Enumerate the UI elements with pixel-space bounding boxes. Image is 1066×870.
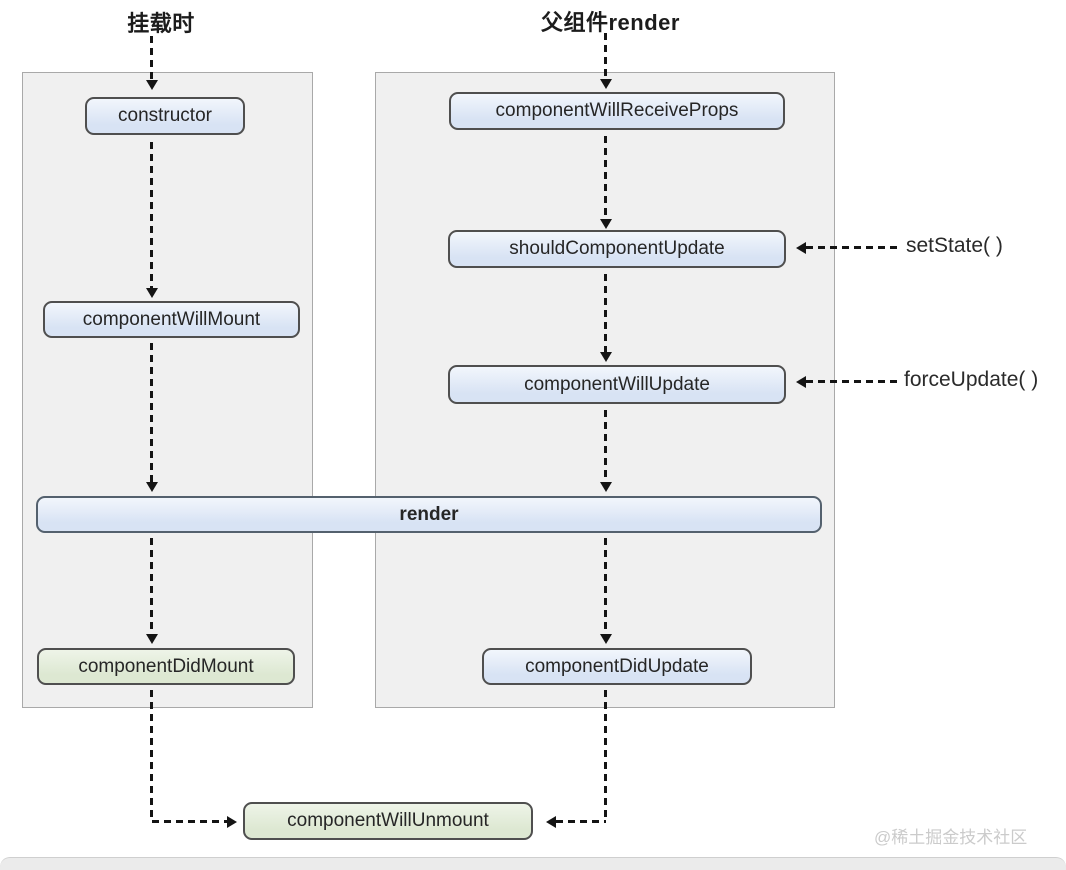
connector-receiveprops-to-shouldupdate <box>604 136 607 220</box>
connector-willmount-to-render <box>150 343 153 482</box>
connector-didmount-to-willunmount <box>152 820 228 823</box>
mount-title-label: 挂载时 <box>127 11 195 36</box>
arrow-right-icon <box>227 816 237 828</box>
node-component-will-update: componentWillUpdate <box>448 365 786 404</box>
arrow-down-icon <box>146 80 158 90</box>
connector-shouldupdate-to-willupdate <box>604 274 607 354</box>
arrow-down-icon <box>600 634 612 644</box>
arrow-left-icon <box>796 376 806 388</box>
arrow-down-icon <box>146 482 158 492</box>
node-component-did-update: componentDidUpdate <box>482 648 752 685</box>
node-constructor: constructor <box>85 97 245 135</box>
node-component-will-unmount: componentWillUnmount <box>243 802 533 840</box>
arrow-left-icon <box>546 816 556 828</box>
connector-constructor-to-willmount <box>150 142 153 288</box>
connector-parent-render-to-receiveprops <box>604 33 607 80</box>
connector-render-to-didmount <box>150 538 153 634</box>
arrow-down-icon <box>146 634 158 644</box>
connector-didmount-down <box>150 690 153 821</box>
arrow-left-icon <box>796 242 806 254</box>
node-component-will-receive-props: componentWillReceiveProps <box>449 92 785 130</box>
setstate-label: setState( ) <box>906 234 1003 257</box>
connector-mount-title-to-constructor <box>150 36 153 82</box>
arrow-down-icon <box>600 79 612 89</box>
node-should-component-update: shouldComponentUpdate <box>448 230 786 268</box>
node-component-will-mount: componentWillMount <box>43 301 300 338</box>
arrow-down-icon <box>600 482 612 492</box>
node-component-did-mount: componentDidMount <box>37 648 295 685</box>
setstate-arrow <box>806 246 898 249</box>
watermark-label: @稀土掘金技术社区 <box>874 828 1028 847</box>
connector-didupdate-to-willunmount <box>556 820 606 823</box>
connector-didupdate-down <box>604 690 607 821</box>
arrow-down-icon <box>600 352 612 362</box>
forceupdate-arrow <box>806 380 898 383</box>
arrow-down-icon <box>146 288 158 298</box>
arrow-down-icon <box>600 219 612 229</box>
forceupdate-label: forceUpdate( ) <box>904 368 1039 391</box>
connector-render-to-didupdate <box>604 538 607 634</box>
page-bottom-strip <box>0 857 1066 870</box>
node-render: render <box>36 496 822 533</box>
connector-willupdate-to-render <box>604 410 607 484</box>
parent-render-title-label: 父组件render <box>541 10 680 35</box>
mount-phase-panel <box>22 72 313 708</box>
